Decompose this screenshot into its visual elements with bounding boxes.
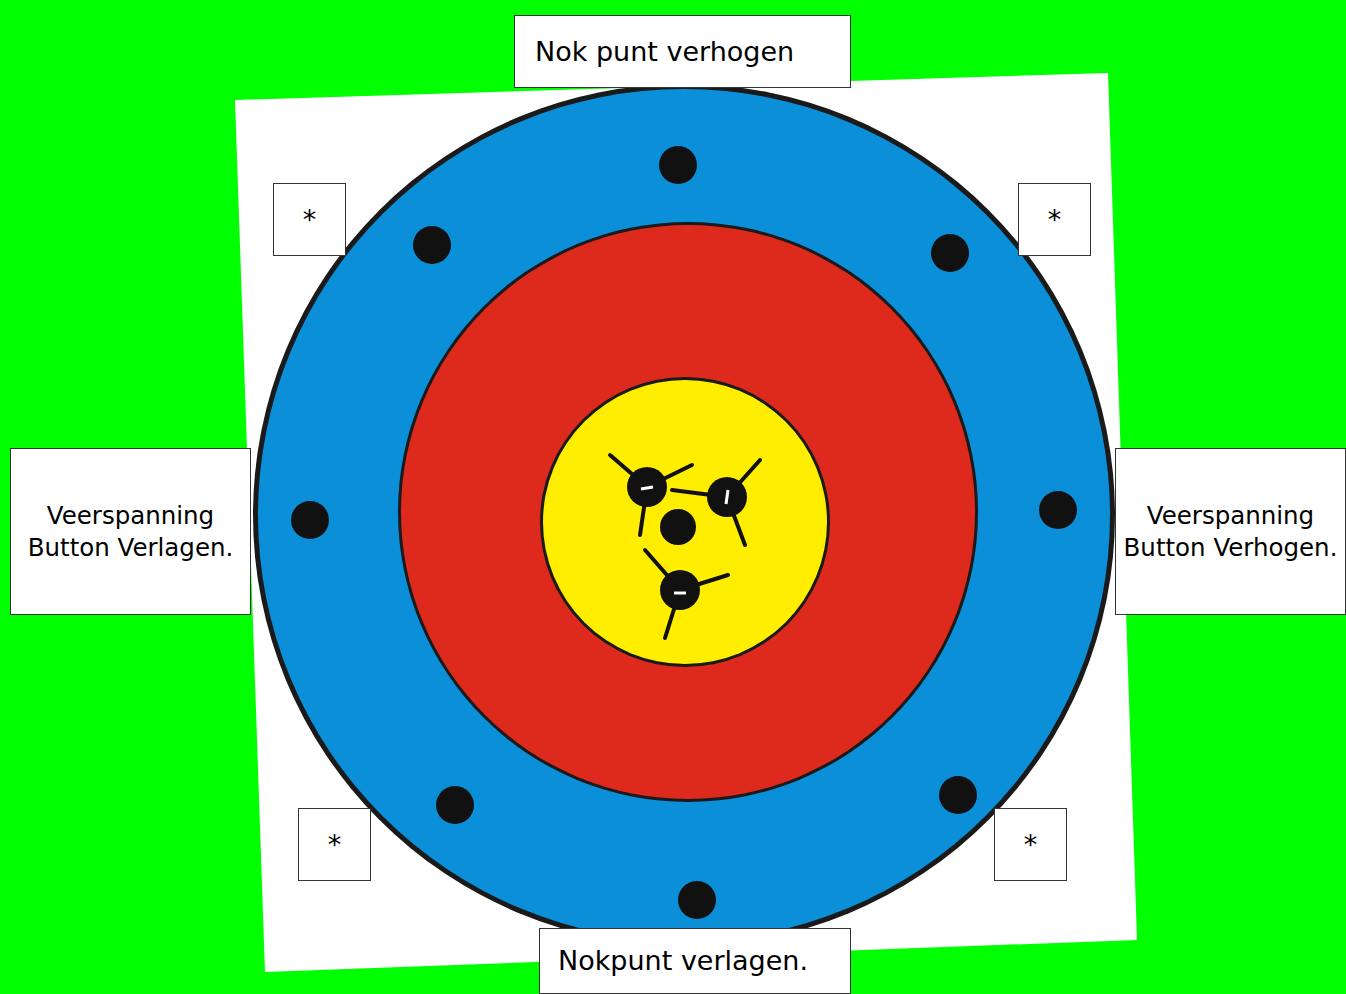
label-box: * — [298, 808, 371, 881]
box-text: * — [1024, 827, 1038, 862]
label-box: Veerspanning Button Verlagen. — [10, 448, 251, 615]
arrow-fletchings — [610, 455, 760, 638]
yellow-center — [543, 380, 827, 664]
arrow-nocks — [641, 487, 728, 593]
label-box: * — [273, 183, 346, 256]
box-text: * — [303, 202, 317, 237]
box-text: Veerspanning Button Verlagen. — [11, 500, 250, 564]
target-paper — [235, 73, 1137, 972]
box-text: * — [328, 827, 342, 862]
label-box: Veerspanning Button Verhogen. — [1115, 448, 1346, 615]
red-ring — [401, 225, 975, 799]
yellow-ring-border — [540, 377, 830, 667]
red-ring-border — [398, 222, 978, 802]
box-text: Nokpunt verlagen. — [558, 943, 808, 978]
box-text: * — [1048, 202, 1062, 237]
box-text: Veerspanning Button Verhogen. — [1116, 500, 1345, 564]
blue-ring — [258, 89, 1110, 941]
label-box: Nokpunt verlagen. — [539, 928, 851, 994]
arrow-shafts — [627, 467, 747, 610]
label-box: * — [1018, 183, 1091, 256]
impact-dots — [291, 146, 1077, 919]
outer-ring — [253, 84, 1115, 946]
label-box: * — [994, 808, 1067, 881]
label-box: Nok punt verhogen — [514, 15, 851, 88]
box-text: Nok punt verhogen — [535, 34, 794, 69]
